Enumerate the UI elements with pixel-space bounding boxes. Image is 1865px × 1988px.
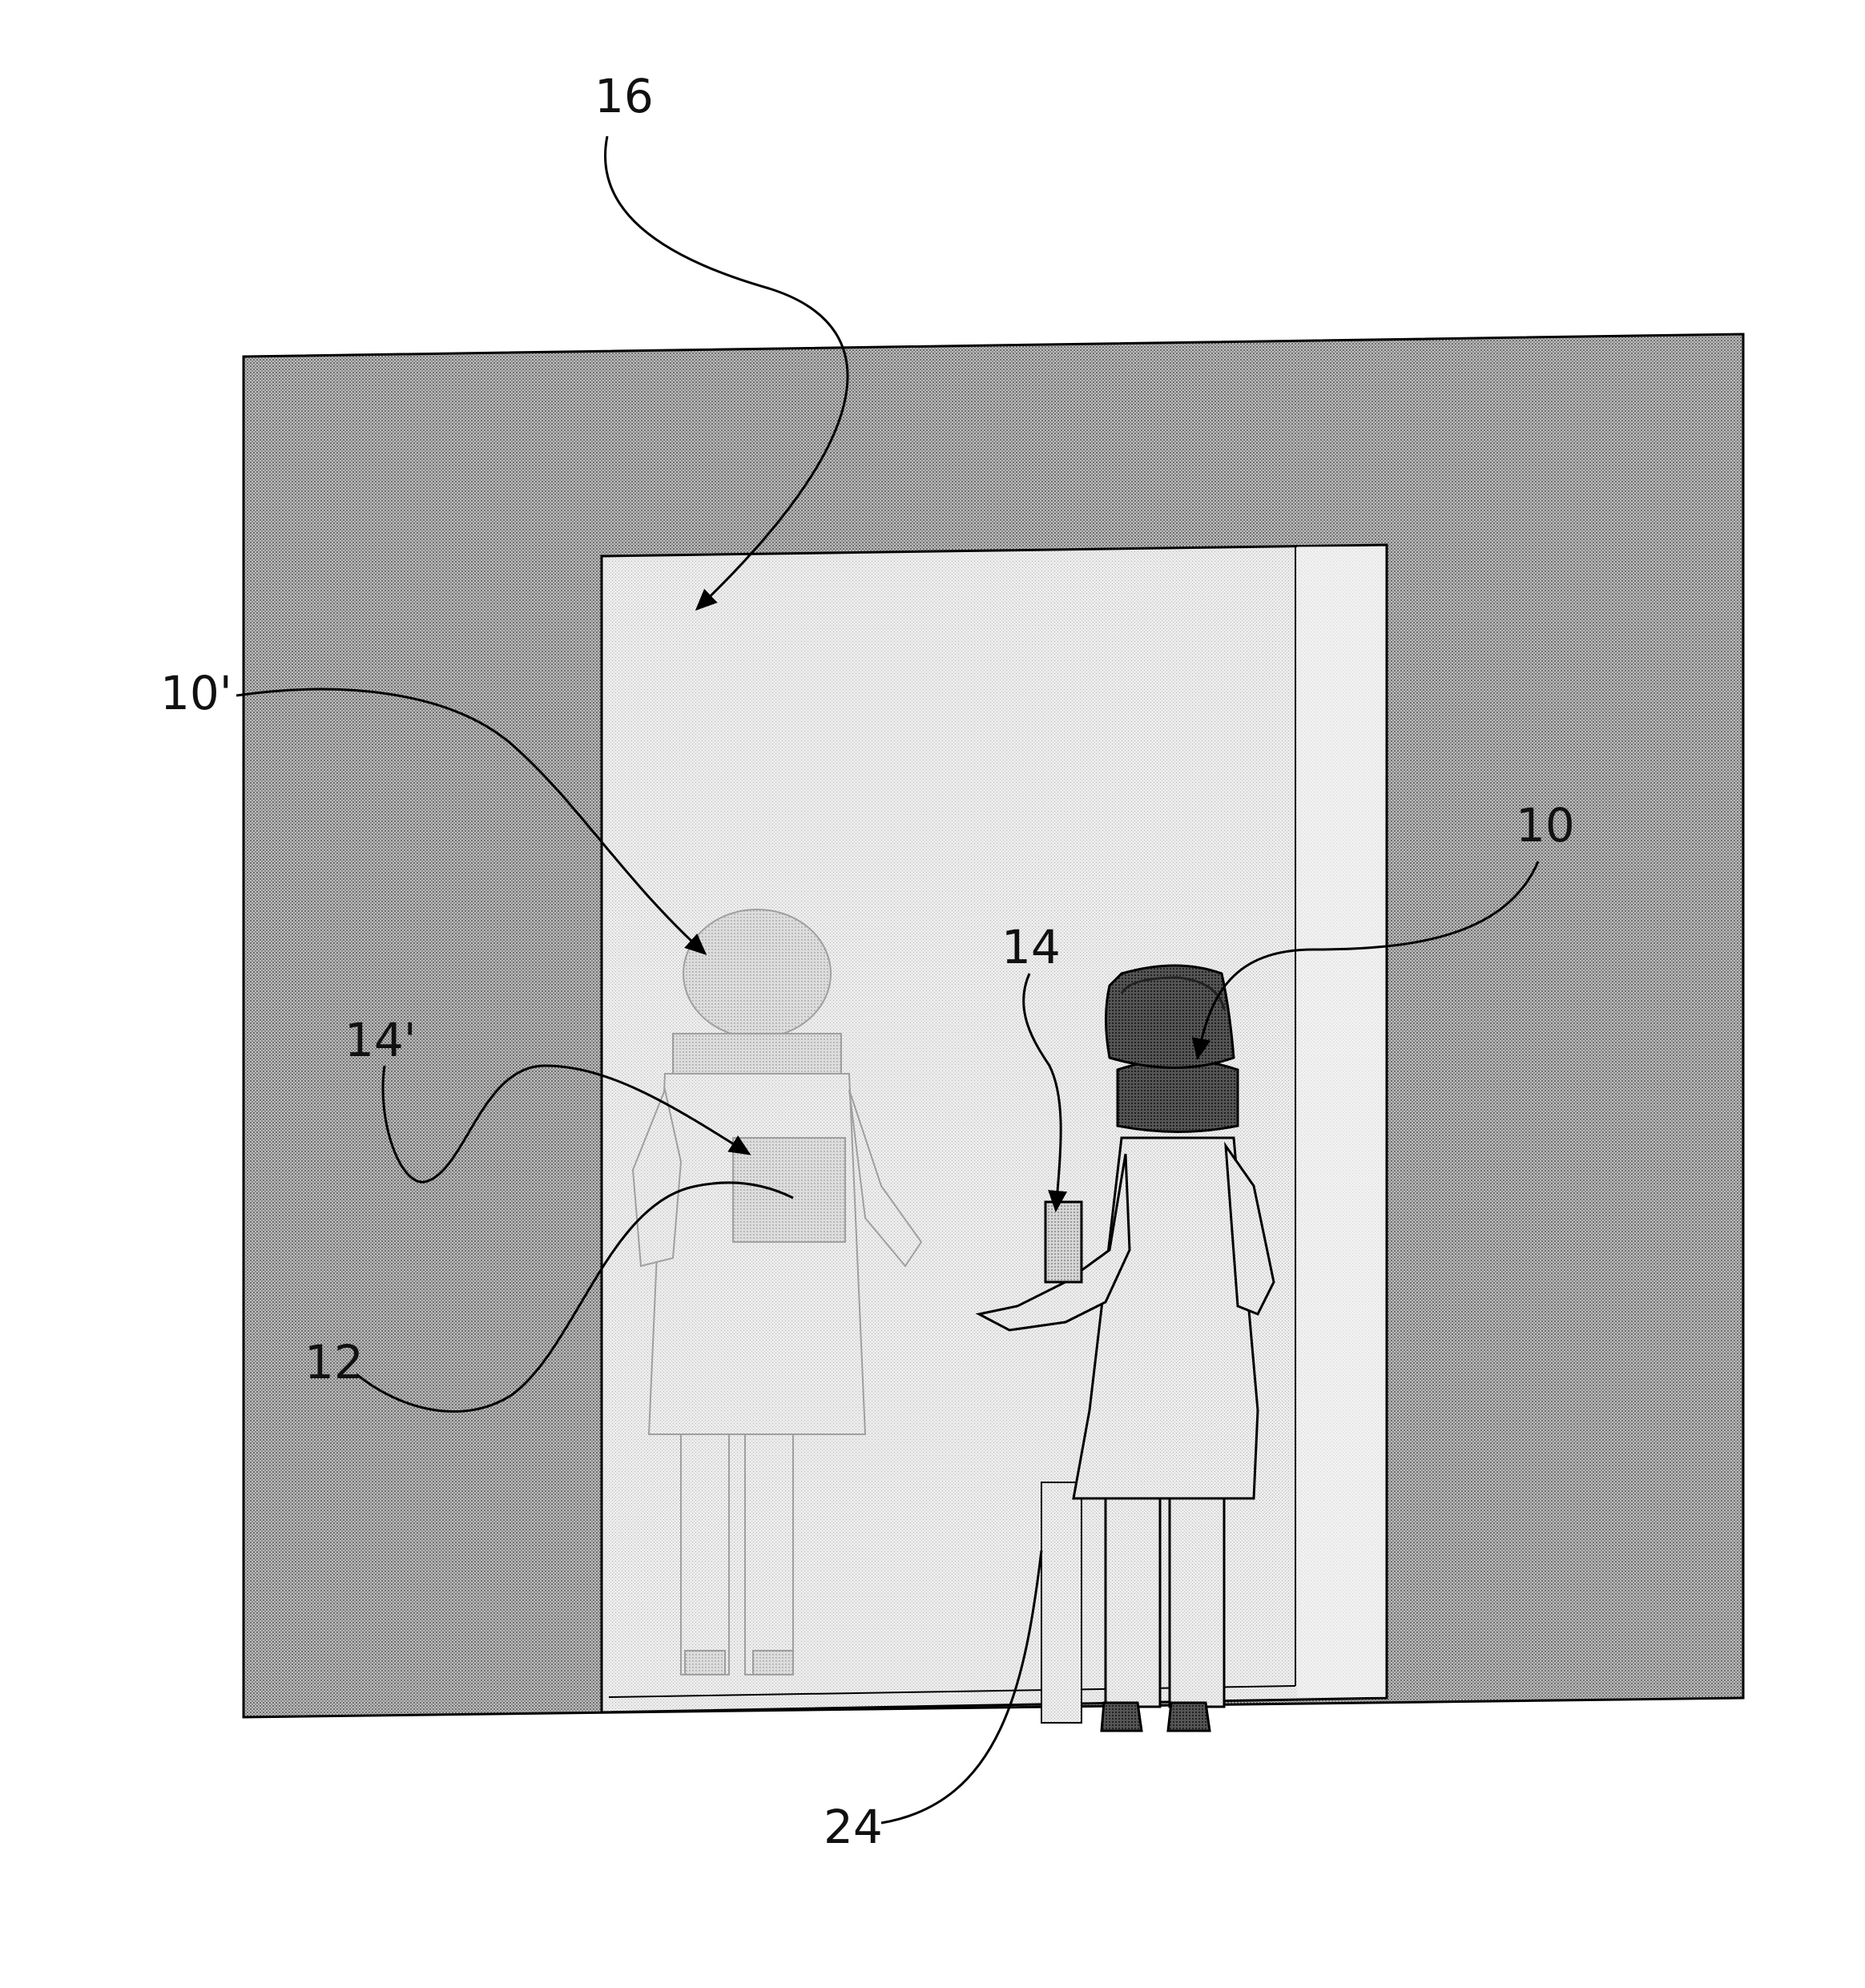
device [1044,1200,1083,1284]
label-14-prime: 14' [344,1013,417,1067]
leader-24 [880,1550,1043,1825]
label-12: 12 [304,1335,364,1389]
leader-14 [1022,973,1068,1212]
leader-lines [236,135,1540,1825]
label-14: 14 [1001,920,1061,974]
leader-14prime [381,1064,751,1184]
leader-10 [1191,861,1540,1060]
user-figure [975,964,1275,1732]
label-24: 24 [824,1800,883,1854]
leader-10prime [236,688,707,956]
reflection-figure [631,909,923,1675]
mirror-side-strip [1297,546,1385,1697]
label-10: 10 [1516,798,1575,853]
leader-16 [604,135,849,611]
label-10-prime: 10' [160,666,232,720]
label-16: 16 [594,69,654,123]
leader-12 [356,1181,794,1413]
